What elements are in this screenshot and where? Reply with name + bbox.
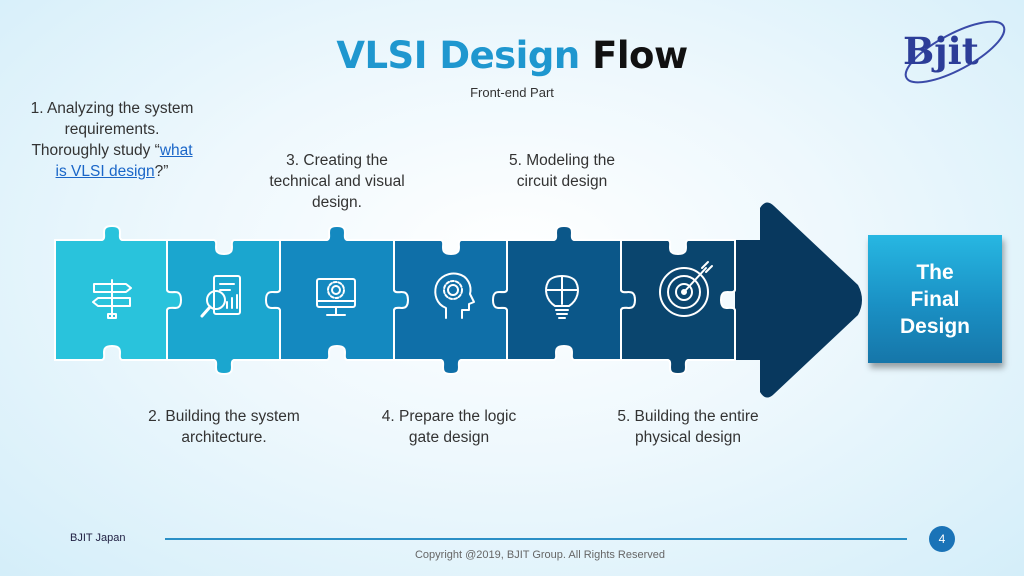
- final-design-label: The Final Design: [899, 260, 970, 338]
- title-part-1: VLSI Design: [336, 34, 580, 77]
- lightbulb-puzzle-icon: [545, 275, 579, 319]
- logo-text: Bjit: [903, 29, 979, 73]
- title-part-2: Flow: [592, 34, 688, 77]
- target-arrow-icon: [659, 261, 713, 317]
- puzzle-piece: [166, 239, 282, 376]
- step-5a-text: 5. Modeling the circuit design: [509, 152, 615, 190]
- step-5b-text: 5. Building the entire physical design: [617, 408, 759, 446]
- footer-copyright: Copyright @2019, BJIT Group. All Rights …: [414, 549, 666, 561]
- step-1-text: 1. Analyzing the system requirements. Th…: [30, 100, 194, 180]
- vlsi-design-link[interactable]: what is VLSI design: [55, 142, 193, 180]
- step-2-text: 2. Building the system architecture.: [148, 408, 300, 446]
- footer-company: BJIT Japan: [70, 532, 126, 544]
- puzzle-piece: [393, 239, 509, 376]
- step-4-text: 4. Prepare the logic gate design: [381, 408, 517, 446]
- footer-divider: [165, 538, 907, 540]
- monitor-gear-icon: [316, 278, 356, 316]
- signpost-icon: [92, 279, 132, 319]
- page-subtitle: Front-end Part: [470, 85, 554, 100]
- page-number-badge: 4: [929, 526, 955, 552]
- head-gears-icon: [434, 272, 475, 319]
- arrow-head: [735, 202, 862, 398]
- bjit-logo: Bjit: [903, 20, 1006, 84]
- analysis-report-icon: [200, 275, 241, 318]
- page-title: VLSI Design Flow: [0, 34, 1024, 77]
- step-3-text: 3. Creating the technical and visual des…: [269, 152, 405, 211]
- puzzle-piece: [491, 224, 637, 361]
- final-design-box: The Final Design: [868, 235, 1002, 363]
